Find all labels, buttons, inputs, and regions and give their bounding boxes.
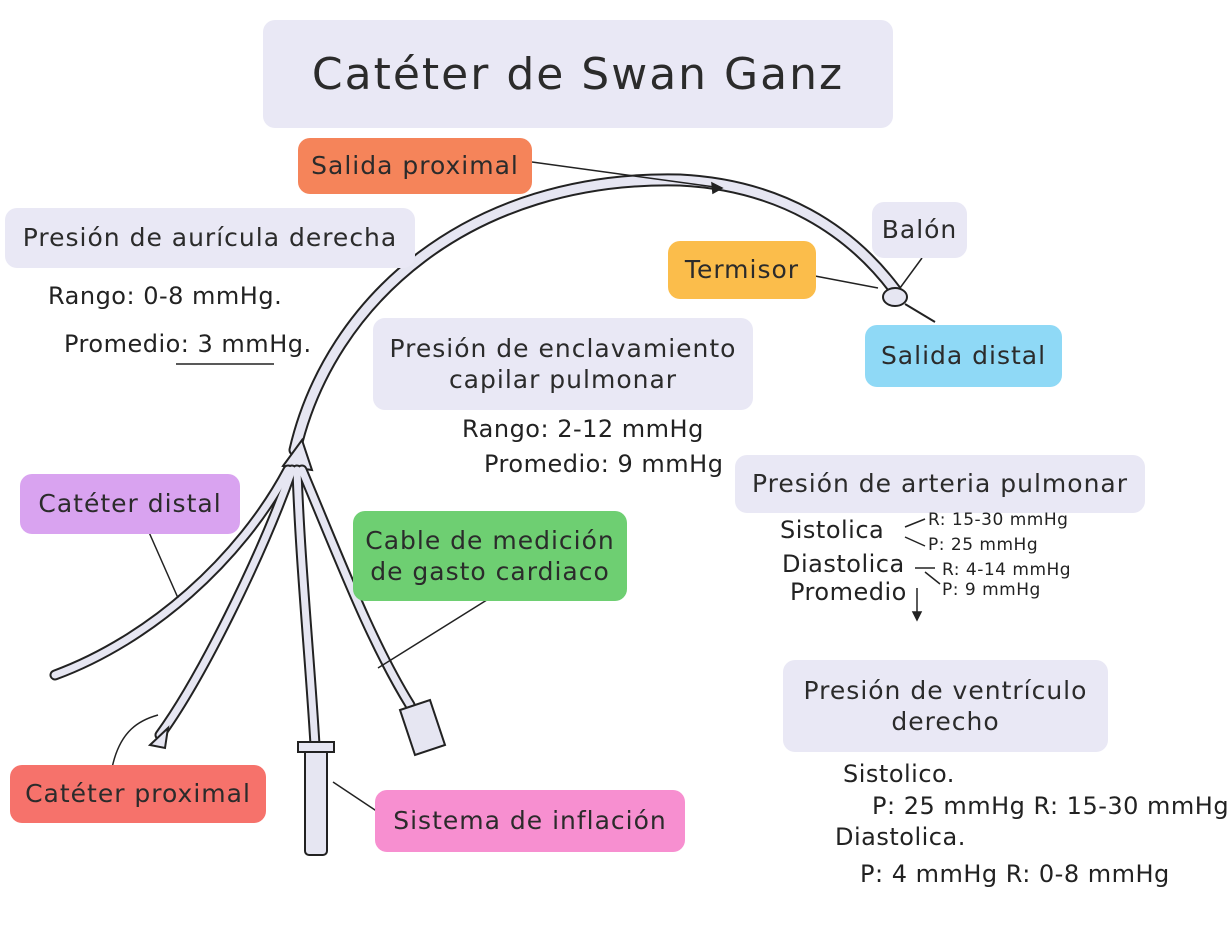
auricula-rango: Rango: 0-8 mmHg. xyxy=(48,282,283,310)
inflation-syringe xyxy=(304,744,328,856)
cable-line-1: Cable de medición xyxy=(365,525,615,555)
label-cateter-proximal: Catéter proximal xyxy=(10,765,266,823)
enclavamiento-rango: Rango: 2-12 mmHg xyxy=(462,415,704,443)
label-balon: Balón xyxy=(872,202,967,258)
arteria-sistolica: Sistolica xyxy=(780,516,885,544)
ventriculo-sistolico-values: P: 25 mmHg R: 15-30 mmHg xyxy=(872,792,1229,820)
arteria-diastolica: Diastolica xyxy=(782,550,905,578)
enclavamiento-line-2: capilar pulmonar xyxy=(448,365,678,394)
ventriculo-diastolica-values: P: 4 mmHg R: 0-8 mmHg xyxy=(860,860,1170,888)
enclavamiento-line-1: Presión de enclavamiento xyxy=(389,333,737,363)
catheter-diagram xyxy=(49,161,941,856)
ventriculo-line-1: Presión de ventrículo xyxy=(803,675,1088,705)
arteria-sistolica-r: R: 15-30 mmHg xyxy=(928,510,1069,530)
cable-line-2: de gasto cardiaco xyxy=(370,557,610,586)
label-sistema-inflacion: Sistema de inflación xyxy=(375,790,685,852)
proximal-tip xyxy=(147,725,170,750)
label-termisor: Termisor xyxy=(668,241,816,299)
label-cateter-distal: Catéter distal xyxy=(20,474,240,534)
heading-auricula-derecha: Presión de aurícula derecha xyxy=(5,208,415,268)
ventriculo-sistolico: Sistolico. xyxy=(843,760,955,788)
label-salida-distal: Salida distal xyxy=(865,325,1062,387)
label-cable-medicion: Cable de medición de gasto cardiaco xyxy=(353,511,627,601)
heading-enclavamiento: Presión de enclavamiento capilar pulmona… xyxy=(373,318,753,410)
arteria-diastolica-p: P: 9 mmHg xyxy=(942,580,1041,600)
arteria-promedio: Promedio xyxy=(790,578,907,606)
arteria-diastolica-r: R: 4-14 mmHg xyxy=(942,560,1072,580)
balloon-shape xyxy=(882,287,908,307)
auricula-promedio-label: Promedio: xyxy=(64,330,190,358)
label-salida-proximal: Salida proximal xyxy=(298,138,532,194)
ventriculo-diastolica: Diastolica. xyxy=(835,823,966,851)
enclavamiento-promedio: Promedio: 9 mmHg xyxy=(484,450,724,478)
auricula-promedio-value: 3 mmHg. xyxy=(197,330,312,358)
arteria-sistolica-p: P: 25 mmHg xyxy=(928,535,1039,555)
auricula-promedio: Promedio: 3 mmHg. xyxy=(64,330,312,358)
page-title: Catéter de Swan Ganz xyxy=(263,20,893,128)
heading-ventriculo-derecho: Presión de ventrículo derecho xyxy=(783,660,1108,752)
cable-connector xyxy=(398,698,447,757)
ventriculo-line-2: derecho xyxy=(891,707,1000,736)
heading-arteria-pulmonar: Presión de arteria pulmonar xyxy=(735,455,1145,513)
